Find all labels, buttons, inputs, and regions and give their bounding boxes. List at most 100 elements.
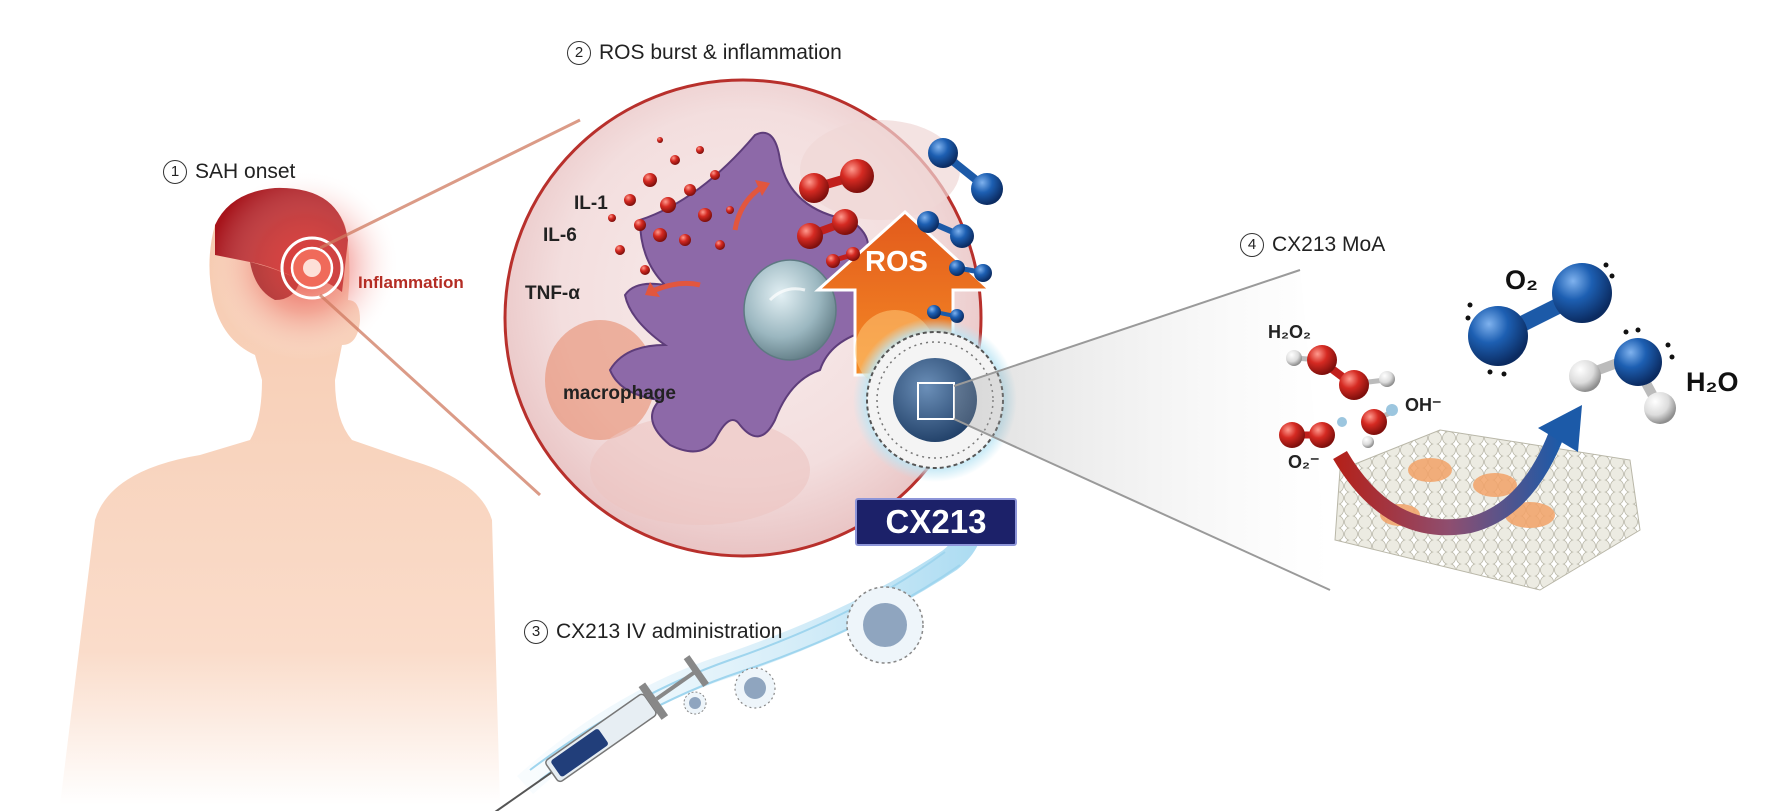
- electron-dot: [1603, 262, 1609, 268]
- plunger-cap: [683, 655, 709, 687]
- red-atom: [799, 173, 829, 203]
- oh-label: OH⁻: [1405, 395, 1442, 415]
- cytokine-dot: [726, 206, 734, 214]
- blue-atom: [928, 138, 958, 168]
- electron-dot: [1501, 371, 1507, 377]
- h2o2-label: H₂O₂: [1268, 322, 1311, 342]
- flange: [638, 682, 669, 720]
- blue-atom: [949, 260, 965, 276]
- cytokine-dot: [670, 155, 680, 165]
- blue-atom: [950, 224, 974, 248]
- step-3-text: CX213 IV administration: [556, 620, 783, 643]
- hydrogen-atom: [1286, 350, 1302, 366]
- oxygen-atom: [1279, 422, 1305, 448]
- electron-dot: [1669, 354, 1675, 360]
- cytokine-dot: [715, 240, 725, 250]
- stream-nanoparticle-core: [744, 677, 766, 699]
- oxygen-atom: [1307, 345, 1337, 375]
- oxygen-atom: [1309, 422, 1335, 448]
- hydrogen-atom: [1644, 392, 1676, 424]
- target-ring-outer: [280, 236, 344, 300]
- tnf-label: TNF-α: [525, 283, 580, 304]
- ros-label: ROS: [865, 246, 928, 278]
- hydrogen-atom: [1379, 371, 1395, 387]
- o2-label: O₂: [1505, 265, 1538, 295]
- il6-label: IL-6: [543, 225, 577, 246]
- background-tissue-top: [800, 120, 960, 220]
- il1-label: IL-1: [574, 193, 608, 214]
- zoom-line-bottom: [318, 293, 542, 497]
- electron-dot: [1623, 329, 1629, 335]
- hydrogen-atom: [1569, 360, 1601, 392]
- h2o-label: H₂O: [1686, 367, 1739, 397]
- body-silhouette: [60, 189, 500, 805]
- target-core: [303, 259, 321, 277]
- background-cell: [545, 320, 655, 440]
- blue-atom: [971, 173, 1003, 205]
- blue-atom: [974, 264, 992, 282]
- cytokine-dot: [643, 173, 657, 187]
- cytokine-dot: [653, 228, 667, 242]
- background-tissue: [590, 415, 810, 525]
- electron-dot: [1337, 417, 1347, 427]
- stream-nanoparticle-core: [689, 697, 701, 709]
- oxygen-atom: [1552, 263, 1612, 323]
- blue-atom: [917, 211, 939, 233]
- cytokine-dot: [684, 184, 696, 196]
- oxygen-atom: [1468, 306, 1528, 366]
- conversion-arrowhead: [1538, 405, 1582, 452]
- plunger: [655, 670, 697, 701]
- release-arrow-2: [654, 280, 701, 293]
- human-figure: [60, 170, 500, 805]
- inflammation-label: Inflammation: [358, 273, 464, 292]
- blue-atom: [950, 309, 964, 323]
- fluid: [551, 729, 608, 777]
- cytokine-dot: [608, 214, 616, 222]
- moa-zoom-line-bottom: [953, 418, 1331, 591]
- macrophage-nucleus: [743, 259, 837, 361]
- blue-atom: [927, 305, 941, 319]
- release-arrowhead-2: [645, 282, 660, 297]
- hydrogen-atom: [1362, 436, 1374, 448]
- inflammation-circle: [503, 78, 1003, 558]
- electron-dot: [1487, 369, 1493, 375]
- step-4-text: CX213 MoA: [1272, 233, 1386, 256]
- cytokine-dot: [660, 197, 676, 213]
- cytokine-dot: [698, 208, 712, 222]
- step-1-label: 1 SAH onset: [163, 160, 296, 185]
- cytokine-dot: [615, 245, 625, 255]
- syringe-icon: [469, 655, 709, 811]
- moa-zoom-line-top: [953, 269, 1301, 387]
- stream-nanoparticle-core: [863, 603, 907, 647]
- cytokine-dot: [657, 137, 663, 143]
- cx213-badge: CX213: [855, 498, 1017, 546]
- active-site: [1473, 473, 1517, 497]
- step-2-number: 2: [567, 41, 591, 66]
- moa-zoom-beam: [954, 270, 1330, 590]
- cytokine-particles: [608, 137, 734, 275]
- nucleus-highlight: [768, 287, 806, 302]
- oxygen-atom: [1614, 338, 1662, 386]
- red-atom: [840, 159, 874, 193]
- electron-dot: [1609, 273, 1615, 279]
- moa-panel: [1279, 262, 1676, 591]
- cytokine-dot: [640, 265, 650, 275]
- hydrogen-atom: [1386, 404, 1398, 416]
- oxygen-atom: [1361, 409, 1387, 435]
- step-2-text: ROS burst & inflammation: [599, 41, 842, 64]
- electron-dot: [1665, 342, 1671, 348]
- cytokine-dot: [624, 194, 636, 206]
- step-4-number: 4: [1240, 233, 1264, 258]
- conversion-arrow: [1333, 422, 1568, 536]
- cytokine-dot: [679, 234, 691, 246]
- oxygen-atom: [1339, 370, 1369, 400]
- step-1-number: 1: [163, 160, 187, 185]
- step-4-label: 4 CX213 MoA: [1240, 233, 1386, 258]
- macrophage-label: macrophage: [563, 383, 676, 404]
- step-1-text: SAH onset: [195, 160, 296, 183]
- red-atom: [846, 247, 860, 261]
- step-2-label: 2 ROS burst & inflammation: [567, 41, 842, 66]
- electron-dot: [1465, 315, 1471, 321]
- o2-minus-label: O₂⁻: [1288, 452, 1320, 472]
